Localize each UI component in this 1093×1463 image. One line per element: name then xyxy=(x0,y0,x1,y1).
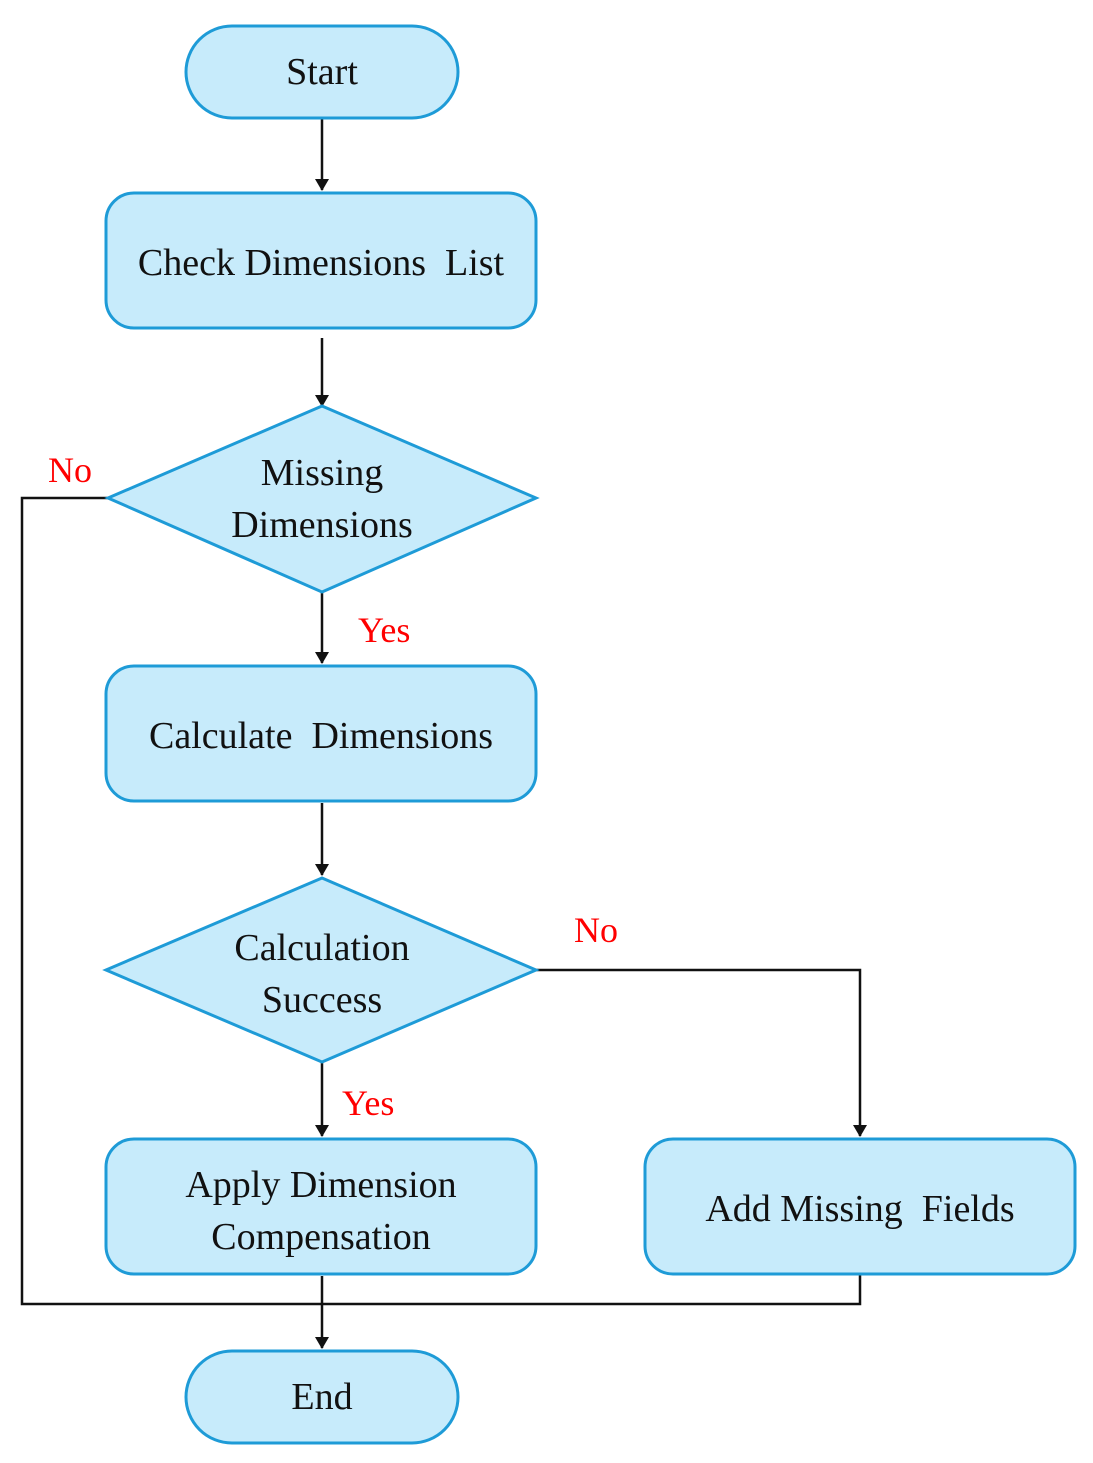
apply-compensation-node: Apply Dimension Compensation xyxy=(104,1137,538,1276)
add-missing-fields-node: Add Missing Fields xyxy=(643,1137,1077,1276)
line-missing-no-bypass xyxy=(20,496,322,1306)
start-label: Start xyxy=(286,51,358,93)
apply-compensation-process-shape xyxy=(104,1137,538,1276)
success-no-branch-label: No xyxy=(574,910,618,950)
end-node: End xyxy=(184,1349,460,1445)
missing-yes-branch-label: Yes xyxy=(358,610,410,650)
connectors xyxy=(20,118,867,1349)
missing-dimensions-decision-shape xyxy=(104,404,540,594)
calculate-dimensions-label: Calculate Dimensions xyxy=(149,715,493,757)
calculate-dimensions-node: Calculate Dimensions xyxy=(104,664,538,803)
line-add-fields-merge xyxy=(322,1274,862,1306)
start-node: Start xyxy=(184,24,460,120)
end-label: End xyxy=(291,1376,352,1418)
missing-dimensions-label-line1: Missing xyxy=(261,452,383,494)
apply-compensation-label-line2: Compensation xyxy=(211,1216,431,1258)
check-dimensions-process-shape xyxy=(104,191,538,330)
arrow-success-no-to-add-fields xyxy=(535,968,867,1137)
missing-no-branch-label: No xyxy=(48,450,92,490)
missing-dimensions-node: Missing Dimensions xyxy=(104,404,540,594)
branch-labels: No Yes No Yes xyxy=(48,450,618,1123)
apply-compensation-label-line1: Apply Dimension xyxy=(185,1164,456,1206)
calculate-dimensions-process-shape xyxy=(104,664,538,803)
check-dimensions-label: Check Dimensions List xyxy=(138,242,505,284)
add-missing-fields-label: Add Missing Fields xyxy=(705,1188,1014,1230)
calculation-success-decision-shape xyxy=(102,876,540,1064)
success-yes-branch-label: Yes xyxy=(342,1083,394,1123)
check-dimensions-node: Check Dimensions List xyxy=(104,191,538,330)
start-terminal-shape xyxy=(184,24,460,120)
add-missing-fields-process-shape xyxy=(643,1137,1077,1276)
calculation-success-label-line2: Success xyxy=(262,979,382,1021)
missing-dimensions-label-line2: Dimensions xyxy=(231,504,413,546)
end-terminal-shape xyxy=(184,1349,460,1445)
calculation-success-label-line1: Calculation xyxy=(234,927,409,969)
calculation-success-node: Calculation Success xyxy=(102,876,540,1064)
